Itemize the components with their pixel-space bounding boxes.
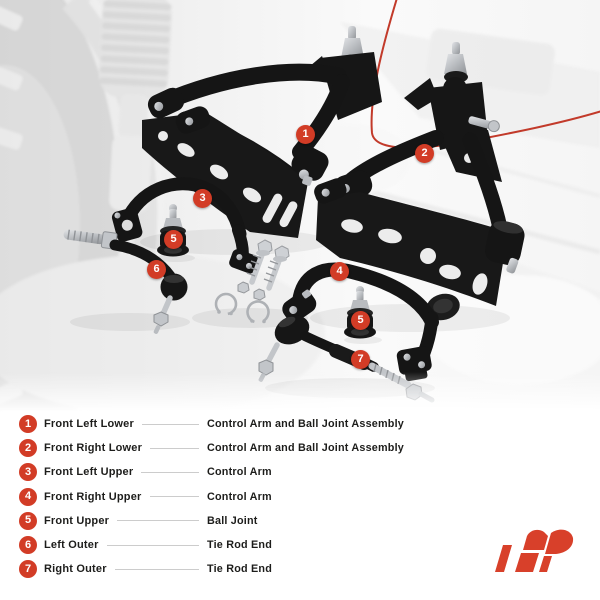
legend-badge-7: 7 — [19, 560, 37, 579]
callout-badge-3: 3 — [193, 189, 212, 208]
part-front-right-lower-control-arm — [314, 42, 525, 321]
part-left-outer-tie-rod-end — [63, 229, 188, 334]
legend-badge-3: 3 — [19, 463, 37, 482]
legend-badge-2: 2 — [19, 439, 37, 458]
bottom-fade — [0, 372, 600, 412]
legend-divider-line — [106, 544, 199, 546]
legend-label: Front Left Upper — [44, 466, 134, 479]
legend-divider-line — [141, 471, 199, 473]
legend-row: 5 Front Upper Ball Joint — [19, 509, 600, 533]
legend-badge-4: 4 — [19, 487, 37, 506]
spring-boot-silhouette — [98, 0, 172, 212]
legend-label: Right Outer — [44, 563, 107, 576]
callout-badge-7: 7 — [351, 350, 370, 369]
hardware-bolts-and-snap-rings — [214, 239, 290, 324]
legend-description: Control Arm — [207, 490, 272, 503]
legend-label: Front Left Lower — [44, 418, 134, 431]
legend-divider-line — [141, 423, 199, 425]
legend-description: Tie Rod End — [207, 539, 272, 552]
legend-label: Front Upper — [44, 514, 110, 527]
callout-badge-2: 2 — [415, 144, 434, 163]
legend-divider-line — [150, 447, 199, 449]
legend-row: 4 Front Right Upper Control Arm — [19, 485, 600, 509]
legend-badge-5: 5 — [19, 511, 37, 530]
part-front-right-upper-control-arm — [282, 262, 439, 382]
legend-row: 3 Front Left Upper Control Arm — [19, 460, 600, 484]
parts-illustration — [0, 0, 600, 412]
legend-description: Control Arm and Ball Joint Assembly — [207, 442, 404, 455]
product-photo: 1 2 3 4 5 5 6 7 — [0, 0, 600, 412]
legend-description: Control Arm and Ball Joint Assembly — [207, 418, 404, 431]
callout-badge-5-left: 5 — [164, 230, 183, 249]
callout-badge-1: 1 — [296, 125, 315, 144]
callout-badge-4: 4 — [330, 262, 349, 281]
legend-row: 6 Left Outer Tie Rod End — [19, 533, 600, 557]
legend-description: Tie Rod End — [207, 563, 272, 576]
part-front-left-lower-control-arm — [142, 26, 382, 238]
legend-label: Front Right Upper — [44, 490, 142, 503]
legend-row: 2 Front Right Lower Control Arm and Ball… — [19, 436, 600, 460]
part-front-left-upper-control-arm — [111, 177, 259, 274]
legend-divider-line — [114, 568, 199, 570]
ap-logo — [495, 529, 574, 572]
legend-divider-line — [117, 520, 199, 522]
legend-row: 1 Front Left Lower Control Arm and Ball … — [19, 412, 600, 436]
callout-badge-6: 6 — [147, 260, 166, 279]
legend-label: Left Outer — [44, 539, 99, 552]
legend-label: Front Right Lower — [44, 442, 143, 455]
legend-badge-6: 6 — [19, 536, 37, 555]
legend-badge-1: 1 — [19, 415, 37, 434]
legend-divider-line — [149, 496, 199, 498]
legend-description: Control Arm — [207, 466, 272, 479]
callout-badge-5-right: 5 — [351, 311, 370, 330]
legend-row: 7 Right Outer Tie Rod End — [19, 557, 600, 581]
faded-suspension-background — [0, 0, 600, 412]
legend-description: Ball Joint — [207, 514, 258, 527]
